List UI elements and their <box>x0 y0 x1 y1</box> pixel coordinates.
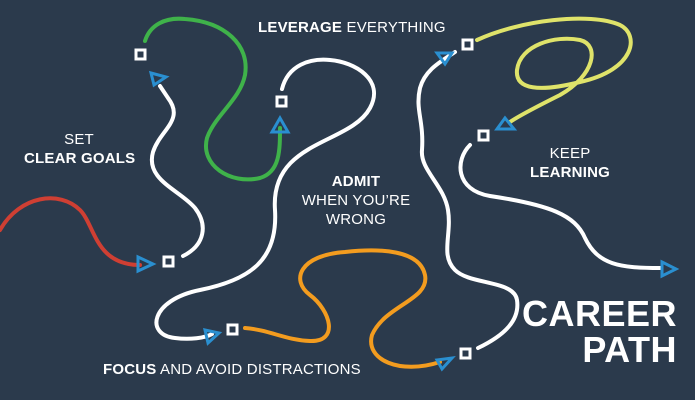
label-focus-normal: AND AVOID DISTRACTIONS <box>156 361 361 378</box>
label-keep: KEEP <box>549 145 591 162</box>
checkpoint-square-icon <box>275 95 288 108</box>
checkpoint-square-icon <box>461 38 474 51</box>
label-when-youre: WHEN YOU’RE <box>301 192 411 209</box>
red-path-segment <box>0 196 142 267</box>
yellow-path-loop <box>475 16 633 124</box>
checkpoint-square-icon <box>134 48 147 61</box>
title-line-career: CAREER <box>521 293 677 334</box>
label-set: SET <box>64 131 94 148</box>
green-path-leverage <box>143 16 282 182</box>
title-line-path: PATH <box>582 329 677 370</box>
label-focus-avoid-distractions: FOCUS AND AVOID DISTRACTIONS <box>103 360 361 379</box>
checkpoint-square-icon <box>477 129 490 142</box>
diagram-title: CAREER PATH <box>522 296 677 368</box>
label-leverage-normal: EVERYTHING <box>342 19 446 36</box>
white-path-keep-learning <box>458 143 662 270</box>
label-focus-bold: FOCUS <box>103 361 157 378</box>
checkpoint-square-icon <box>226 323 239 336</box>
label-clear-goals: CLEAR GOALS <box>24 150 136 167</box>
label-admit-when-wrong: ADMIT WHEN YOU’RE WRONG <box>296 172 416 229</box>
label-keep-learning: KEEP LEARNING <box>520 144 620 182</box>
arrow-marker-icon <box>434 355 456 372</box>
arrow-marker-icon <box>434 51 455 67</box>
checkpoint-square-icon <box>162 255 175 268</box>
label-learning: LEARNING <box>530 164 610 181</box>
label-leverage-everything: LEVERAGE EVERYTHING <box>258 18 446 37</box>
arrow-marker-icon <box>136 254 157 274</box>
arrow-marker-icon <box>203 328 223 346</box>
arrow-marker-icon <box>660 259 680 279</box>
label-leverage-bold: LEVERAGE <box>258 19 343 36</box>
label-set-clear-goals: SET CLEAR GOALS <box>24 130 136 168</box>
arrow-marker-icon <box>269 114 291 134</box>
white-path-admit <box>154 57 376 341</box>
arrow-marker-icon <box>148 70 170 88</box>
white-path-wrong <box>416 50 520 350</box>
orange-path-focus <box>243 248 442 369</box>
label-wrong: WRONG <box>325 211 387 228</box>
label-admit: ADMIT <box>331 173 381 190</box>
arrow-marker-icon <box>494 115 518 131</box>
checkpoint-square-icon <box>459 347 472 360</box>
white-path-set-goals <box>149 84 205 258</box>
